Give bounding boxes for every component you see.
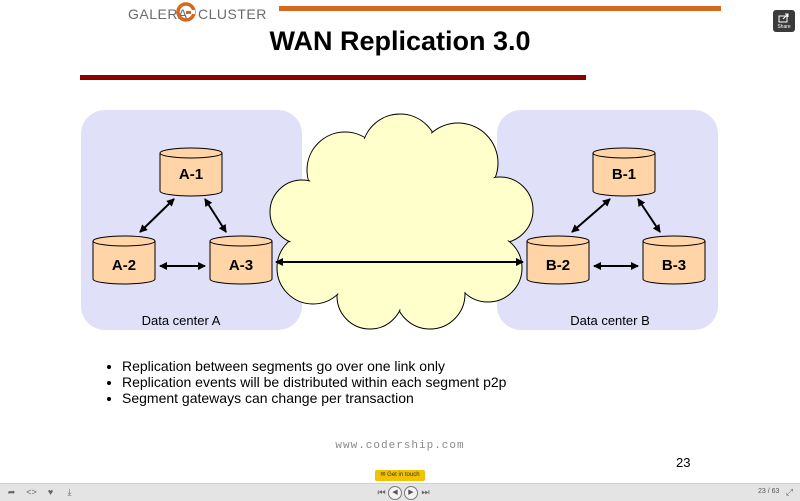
logo-text-galera: GALERA <box>128 6 188 22</box>
share-button[interactable]: Share <box>773 10 795 32</box>
footer-website: www.codership.com <box>335 440 465 452</box>
node-a1-label: A-1 <box>179 166 203 183</box>
node-a2-label: A-2 <box>112 257 136 274</box>
fullscreen-icon[interactable]: ⤢ <box>785 487 794 497</box>
node-a1: A-1 <box>159 147 223 197</box>
node-b3: B-3 <box>642 235 706 285</box>
share-icon <box>778 13 789 23</box>
header-accent-bar <box>279 6 721 11</box>
first-slide-icon[interactable]: ⏮ <box>377 487 386 497</box>
like-icon[interactable]: ♥ <box>47 487 54 497</box>
get-in-touch-label: Get in touch <box>387 472 420 478</box>
next-slide-icon[interactable]: ▶ <box>404 486 418 500</box>
arrow-b1-b3 <box>637 198 661 233</box>
title-underline-bar <box>80 75 586 80</box>
node-a2: A-2 <box>92 235 156 285</box>
bullet-list: Replication between segments go over one… <box>108 358 506 406</box>
node-b3-label: B-3 <box>662 257 686 274</box>
slide-title: WAN Replication 3.0 <box>269 26 531 56</box>
datacenter-a-panel <box>81 110 302 330</box>
arrow-a1-a3 <box>204 198 227 233</box>
wan-replication-diagram: A-1 A-2 A-3 B-1 B-2 B-3 Data center A Da… <box>81 110 718 330</box>
arrow-b1-b2 <box>571 198 611 233</box>
page-counter: 23 / 63 <box>758 488 780 495</box>
galera-cluster-logo: GALERA CLUSTER <box>128 2 266 24</box>
node-a3: A-3 <box>209 235 273 285</box>
datacenter-a-label: Data center A <box>142 313 221 328</box>
bullet-item: Replication between segments go over one… <box>122 358 506 374</box>
last-slide-icon[interactable]: ⏭ <box>421 487 430 497</box>
node-b1-label: B-1 <box>612 166 636 183</box>
logo-text-cluster: CLUSTER <box>198 6 267 22</box>
get-in-touch-button[interactable]: ✉ Get in touch <box>375 470 425 481</box>
galera-logo-icon <box>176 2 196 22</box>
bullet-item: Segment gateways can change per transact… <box>122 390 506 406</box>
node-a3-label: A-3 <box>229 257 253 274</box>
share-label: Share <box>777 24 791 30</box>
node-b1: B-1 <box>592 147 656 197</box>
prev-slide-icon[interactable]: ◀ <box>388 486 402 500</box>
wan-cloud <box>269 113 534 330</box>
slide-page-number: 23 <box>676 455 691 470</box>
datacenter-b-label: Data center B <box>570 313 650 328</box>
node-b2: B-2 <box>526 235 590 285</box>
arrow-a1-a2 <box>139 198 175 233</box>
viewer-toolbar: ➦ <> ♥ ⤓ ⏮ ◀ ▶ ⏭ 23 / 63 ⤢ <box>0 483 800 501</box>
node-b2-label: B-2 <box>546 257 570 274</box>
bullet-item: Replication events will be distributed w… <box>122 374 506 390</box>
download-icon[interactable]: ⤓ <box>67 487 72 497</box>
embed-icon[interactable]: <> <box>26 487 37 497</box>
share-icon[interactable]: ➦ <box>7 487 16 497</box>
mail-icon: ✉ <box>380 472 386 478</box>
